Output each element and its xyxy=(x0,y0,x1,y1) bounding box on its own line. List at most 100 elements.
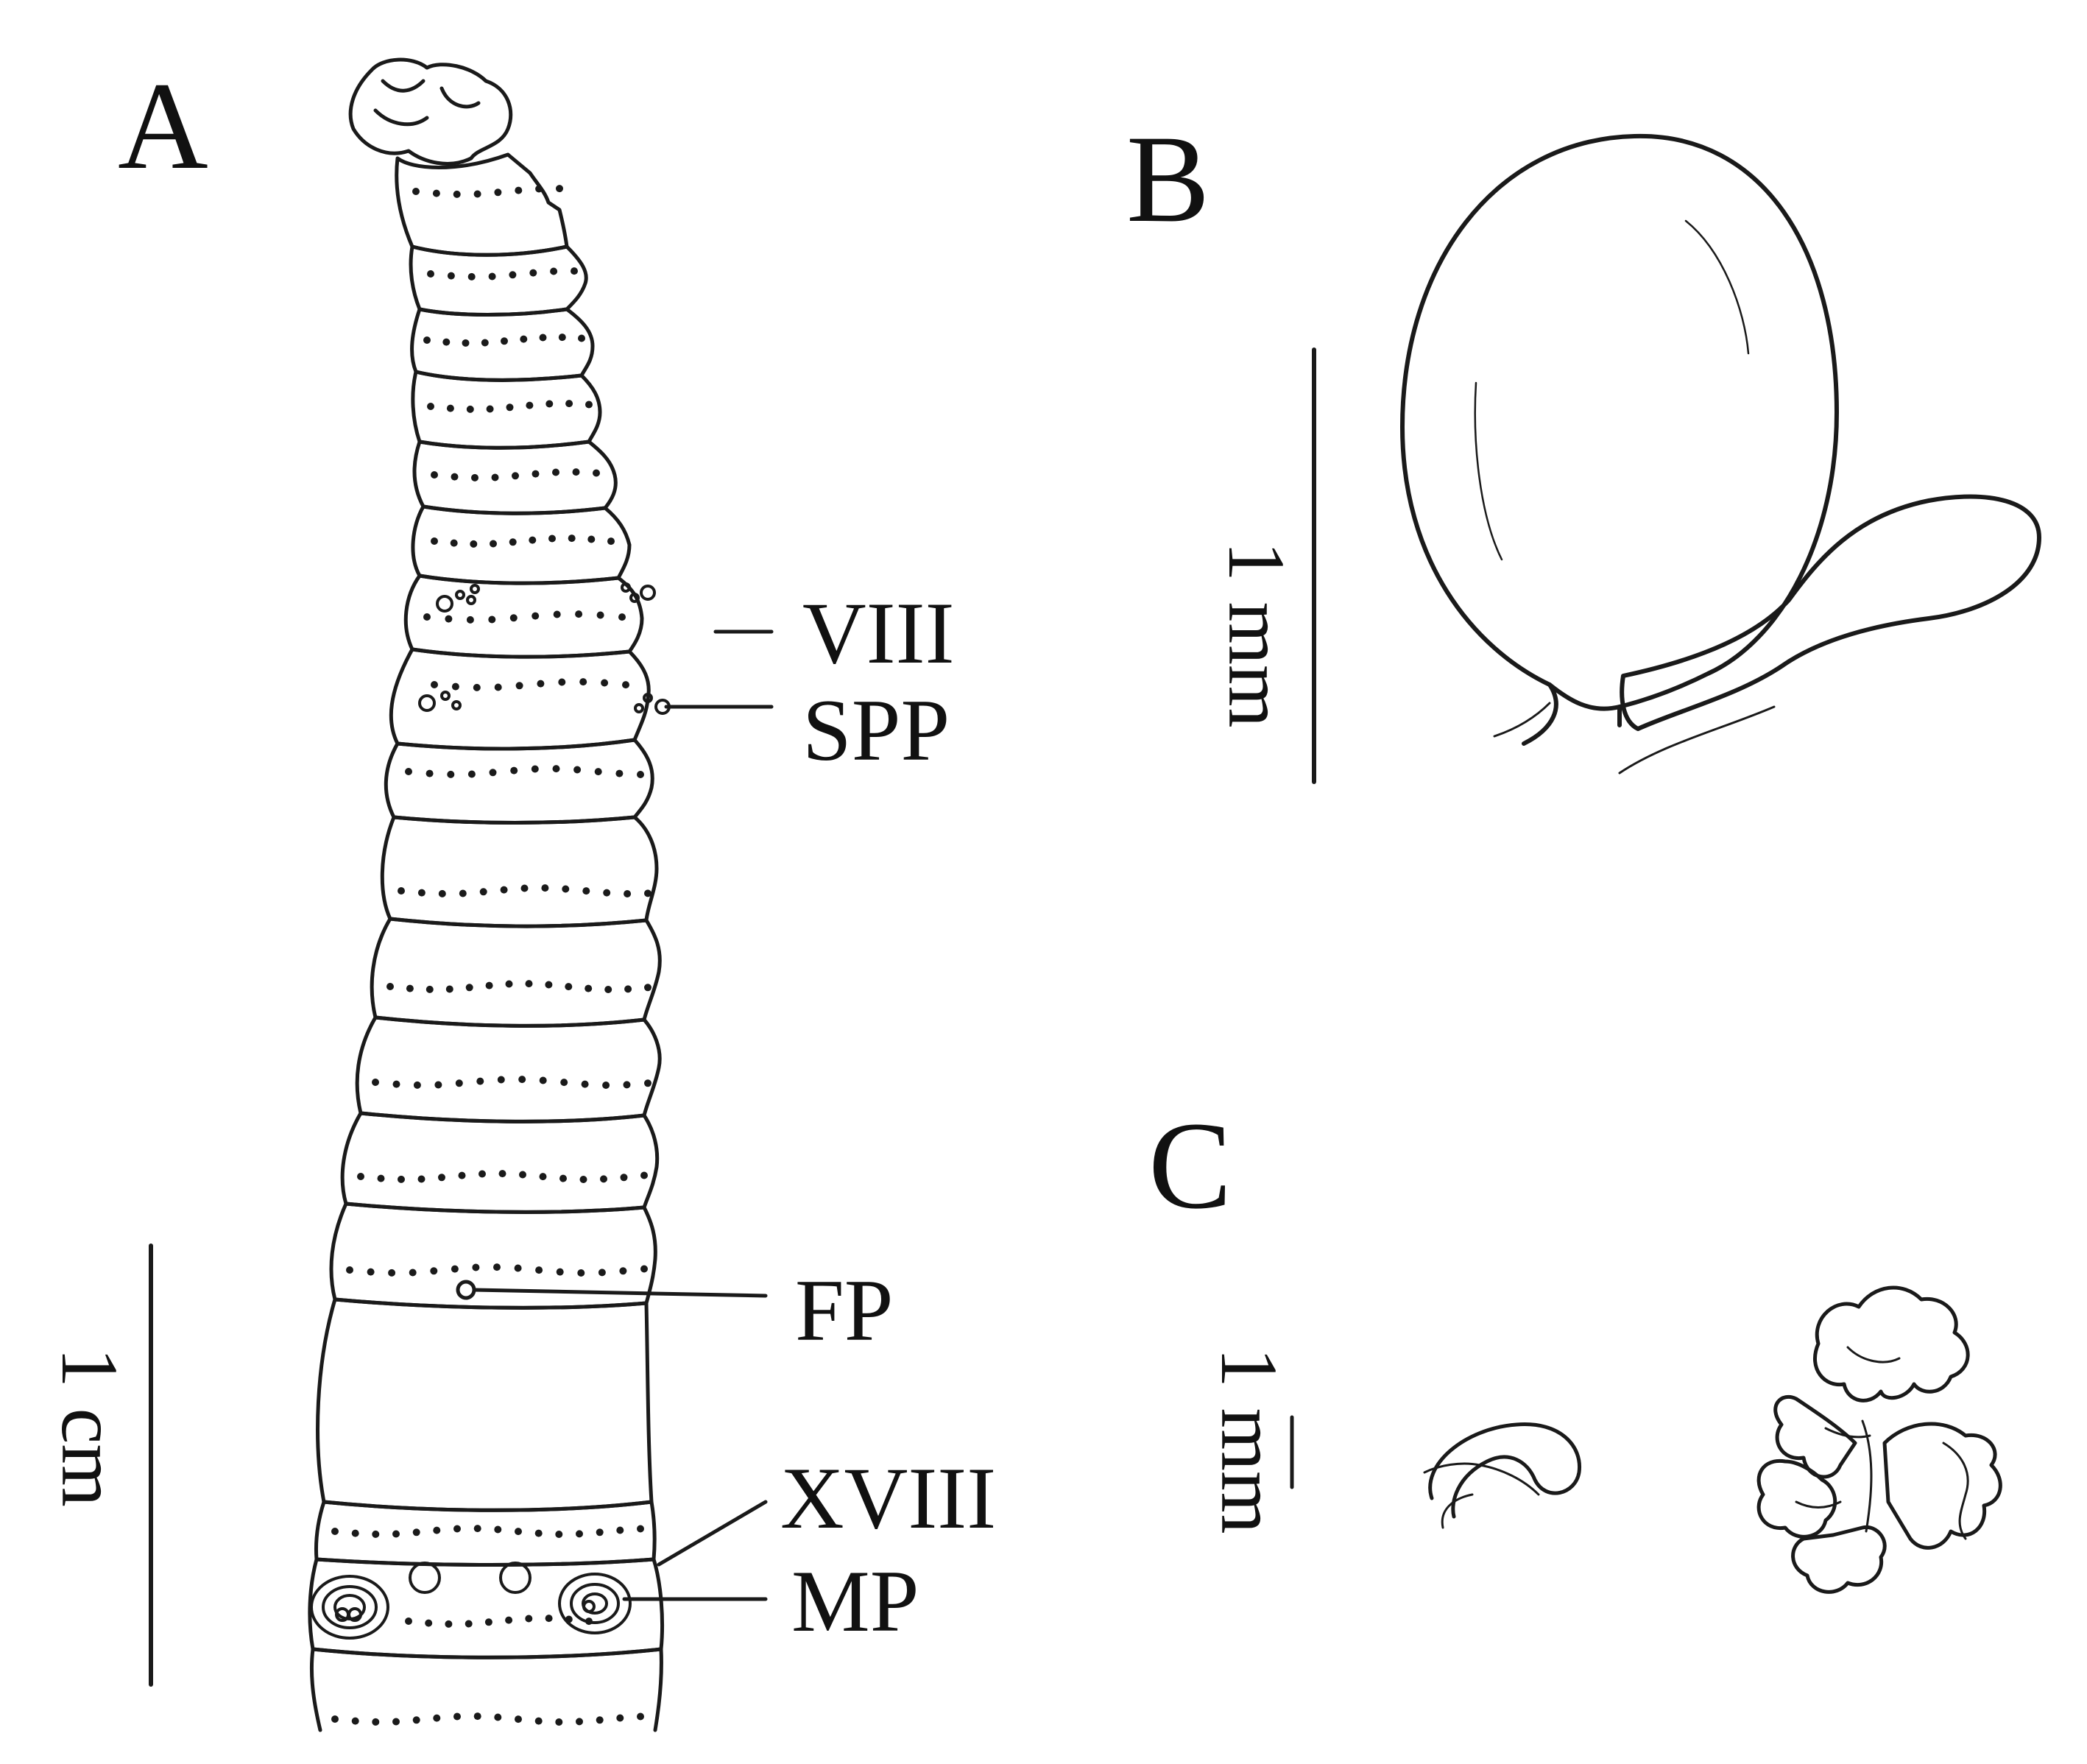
seta-dot xyxy=(535,1266,543,1274)
seta-dot xyxy=(596,1716,604,1724)
seta-dot xyxy=(514,1264,522,1272)
seta-dot xyxy=(433,1526,441,1534)
seta-dot xyxy=(622,681,629,689)
label-spp: SPP xyxy=(802,681,950,779)
seta-dot xyxy=(573,766,582,774)
seta-dot xyxy=(453,1712,461,1721)
seta-dot xyxy=(558,334,566,342)
seta-dot xyxy=(525,1615,533,1623)
seta-dot xyxy=(466,405,474,413)
seta-dot xyxy=(331,1715,339,1723)
seta-dot xyxy=(510,766,518,775)
seta-dot xyxy=(545,981,553,989)
seta-dot xyxy=(458,1171,466,1179)
seta-dot xyxy=(486,405,494,413)
seta-dot xyxy=(534,1529,543,1537)
seta-dot xyxy=(451,473,459,481)
seta-dot xyxy=(618,613,626,621)
seta-dot xyxy=(494,683,502,691)
seta-dot xyxy=(558,678,566,686)
seta-dot xyxy=(572,468,580,476)
seta-dot xyxy=(476,1077,484,1085)
seta-dot xyxy=(509,538,517,546)
seta-dot xyxy=(525,980,533,988)
seta-dot xyxy=(501,337,508,345)
seta-dot xyxy=(624,985,632,993)
seta-dot xyxy=(615,769,624,777)
seta-dot xyxy=(425,985,434,993)
seta-dot xyxy=(565,983,573,991)
seta-dot xyxy=(431,471,438,479)
worm-prostomium xyxy=(348,57,513,166)
seta-dot xyxy=(472,1263,480,1271)
seta-dot xyxy=(616,1526,624,1534)
seta-dot xyxy=(581,1080,589,1088)
male-pores xyxy=(310,1562,632,1640)
seta-dot xyxy=(644,1079,651,1087)
label-viii: VIII xyxy=(802,584,955,682)
seta-dot xyxy=(473,1525,481,1533)
worm-segment xyxy=(314,1500,657,1567)
seta-dot xyxy=(438,889,446,897)
scale-label-b: 1 mm xyxy=(1212,541,1302,728)
seta-dot xyxy=(453,190,461,198)
seta-dot xyxy=(386,983,394,990)
seta-dot xyxy=(620,1174,628,1182)
seta-dot xyxy=(484,1618,492,1626)
seta-dot xyxy=(423,613,431,621)
seta-dot xyxy=(529,269,537,277)
spermathecal-pores xyxy=(418,582,671,715)
seta-dot xyxy=(593,469,600,477)
seta-dot xyxy=(600,1175,607,1183)
seta-dot xyxy=(512,472,519,480)
worm-segment-viii xyxy=(389,647,651,751)
seta-dot xyxy=(432,189,440,197)
seta-dot xyxy=(412,188,420,195)
spermathecal-diverticulum xyxy=(1620,494,2041,731)
seta-dot xyxy=(607,537,615,546)
seta-dot xyxy=(520,884,529,892)
seta-dot xyxy=(623,1081,631,1089)
seta-dot xyxy=(434,1081,442,1089)
seta-dot xyxy=(579,678,587,686)
seta-dot xyxy=(473,1712,481,1721)
seta-dot xyxy=(445,985,453,993)
seta-dot xyxy=(594,768,602,776)
seta-dot xyxy=(535,185,543,193)
seta-dot xyxy=(447,770,455,778)
seta-dot xyxy=(433,1714,441,1722)
seta-dot xyxy=(473,683,481,691)
scale-label-c: 1 mm xyxy=(1204,1347,1294,1534)
seta-dot xyxy=(526,401,534,409)
worm-segment xyxy=(403,574,644,659)
seta-dot xyxy=(493,1263,501,1271)
seta-dot xyxy=(637,771,644,778)
worm-segment xyxy=(384,738,654,825)
seta-dot xyxy=(497,1076,505,1084)
seta-dot xyxy=(494,188,502,197)
seta-dot xyxy=(481,339,489,347)
seta-dot xyxy=(479,888,487,896)
seta-dot xyxy=(541,884,549,892)
worm-clitellum xyxy=(316,1297,654,1512)
seta-dot xyxy=(398,887,405,895)
seta-dot xyxy=(555,1531,563,1538)
seta-dot xyxy=(453,1525,461,1533)
seta-dot xyxy=(640,1171,648,1179)
female-pore xyxy=(456,1280,476,1300)
seta-dot xyxy=(431,537,438,545)
seta-dot xyxy=(465,1620,473,1628)
seta-dot xyxy=(491,473,499,481)
seta-dot xyxy=(405,1617,412,1625)
seta-dot xyxy=(413,1081,421,1089)
seta-dot xyxy=(451,682,459,691)
seta-dot xyxy=(392,1718,400,1726)
seta-dot xyxy=(406,984,414,992)
worm-segment xyxy=(355,1015,662,1123)
seta-dot xyxy=(455,1079,463,1087)
worm-segment xyxy=(411,370,602,450)
seta-dot xyxy=(553,610,561,618)
seta-dot xyxy=(548,535,556,543)
seta-dot xyxy=(450,539,458,547)
seta-dot xyxy=(515,1715,522,1724)
